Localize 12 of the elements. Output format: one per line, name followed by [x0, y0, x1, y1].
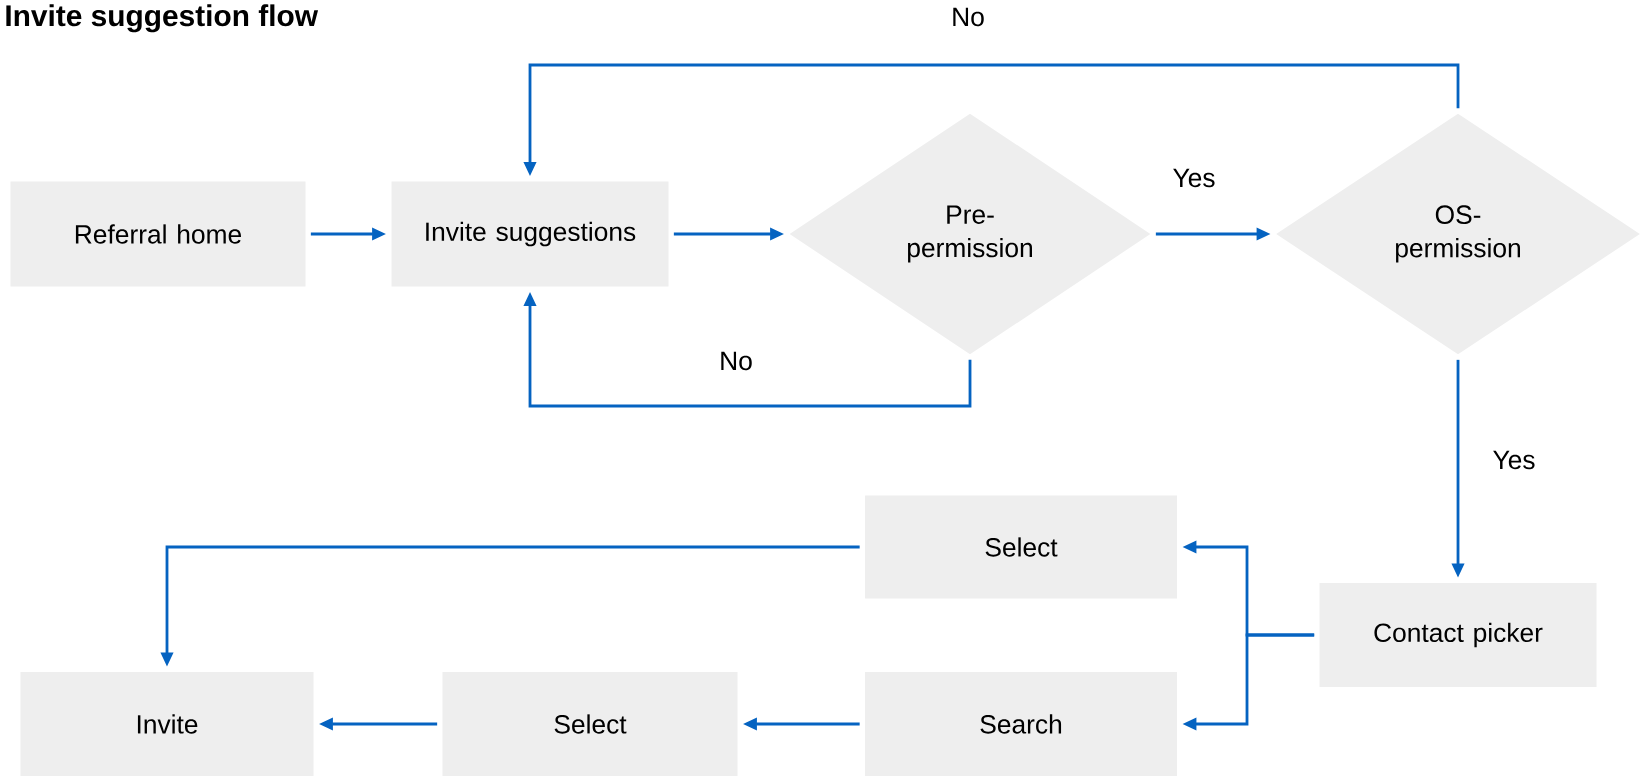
edge-label: Yes [1169, 165, 1219, 191]
process-box: Select [442, 672, 738, 776]
process-box: Referral home [10, 181, 306, 287]
process-box: Select [865, 495, 1177, 599]
process-box: Search [865, 672, 1177, 776]
edge-label: Yes [1489, 447, 1540, 473]
edge-label: No [715, 348, 757, 374]
process-box: Invite [20, 672, 314, 776]
title: Invite suggestion flow [6, 4, 319, 33]
edge-label: No [947, 4, 989, 30]
process-box: Invite suggestions [391, 181, 669, 287]
process-box: Contact picker [1319, 583, 1597, 687]
